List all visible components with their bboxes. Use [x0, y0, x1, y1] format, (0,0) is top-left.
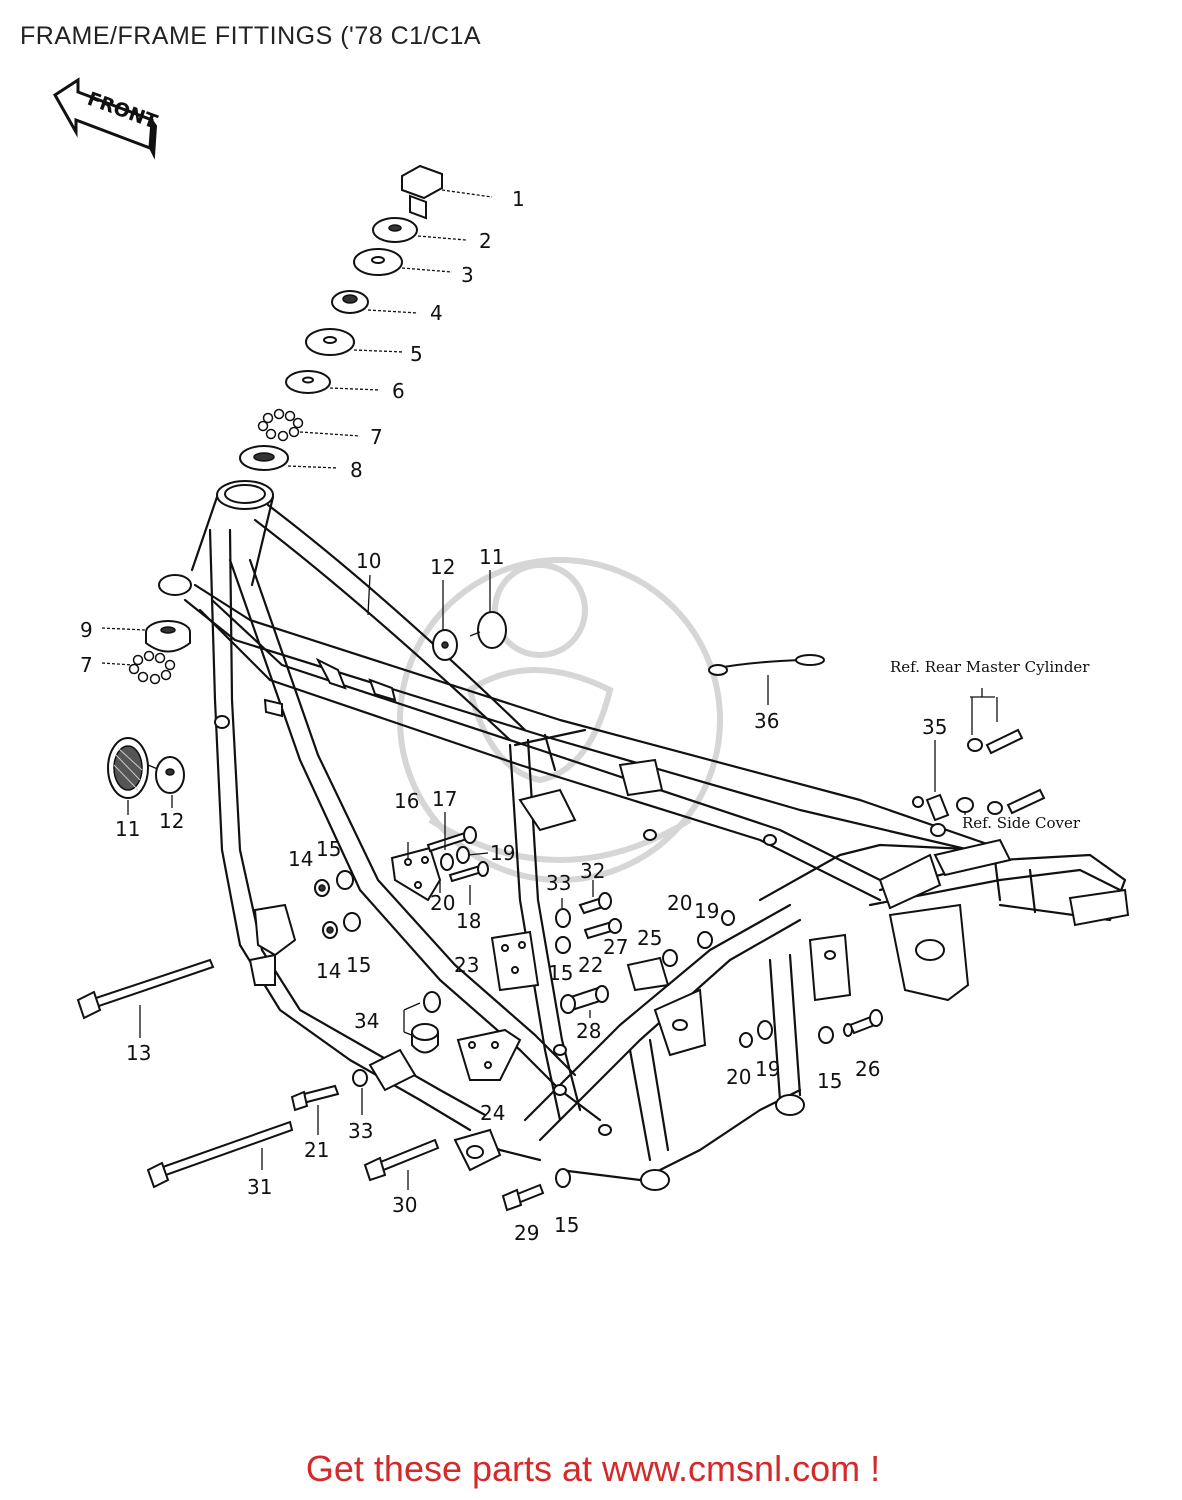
callout-15e: 15	[554, 1213, 579, 1237]
callout-2: 2	[479, 229, 492, 253]
callout-12a: 12	[430, 555, 455, 579]
callout-19c: 19	[755, 1057, 780, 1081]
steering-stack-parts	[239, 164, 443, 471]
callout-16: 16	[394, 789, 419, 813]
callout-23: 23	[454, 953, 479, 977]
callout-20a: 20	[430, 891, 455, 915]
callout-9: 9	[80, 618, 93, 642]
callout-7b: 7	[80, 653, 93, 677]
callout-10: 10	[356, 549, 381, 573]
callout-32: 32	[580, 859, 605, 883]
part-callouts: 1 2 3 4 5 6 7 8 9 7 10 12 11 11 12 36 35…	[80, 187, 947, 1245]
callout-31: 31	[247, 1175, 272, 1199]
callout-20b: 20	[667, 891, 692, 915]
callout-3: 3	[461, 263, 474, 287]
callout-22: 22	[578, 953, 603, 977]
leader-lines	[101, 189, 998, 1190]
callout-15b: 15	[346, 953, 371, 977]
frame-parts-diagram: FRONT	[52, 77, 1130, 1245]
footer-text: Get these parts at www.cmsnl.com !	[305, 1448, 881, 1489]
page-title: FRAME/FRAME FITTINGS ('78 C1/C1A	[20, 22, 482, 50]
callout-15c: 15	[548, 961, 573, 985]
callout-7a: 7	[370, 425, 383, 449]
callout-27: 27	[603, 935, 628, 959]
ref-side-cover: Ref. Side Cover	[962, 814, 1081, 832]
callout-5: 5	[410, 342, 423, 366]
callout-30: 30	[392, 1193, 417, 1217]
callout-17: 17	[432, 787, 457, 811]
callout-36: 36	[754, 709, 779, 733]
callout-26: 26	[855, 1057, 880, 1081]
callout-11a: 11	[479, 545, 504, 569]
callout-28: 28	[576, 1019, 601, 1043]
callout-4: 4	[430, 301, 443, 325]
callout-18: 18	[456, 909, 481, 933]
callout-29: 29	[514, 1221, 539, 1245]
callout-35: 35	[922, 715, 947, 739]
loose-fittings	[76, 611, 1046, 1212]
callout-8: 8	[350, 458, 363, 482]
callout-1: 1	[512, 187, 525, 211]
callout-14a: 14	[288, 847, 313, 871]
callout-19b: 19	[694, 899, 719, 923]
callout-20c: 20	[726, 1065, 751, 1089]
callout-14b: 14	[316, 959, 341, 983]
callout-11b: 11	[115, 817, 140, 841]
front-arrow-icon: FRONT	[52, 77, 160, 160]
callout-33a: 33	[546, 871, 571, 895]
callout-24: 24	[480, 1101, 505, 1125]
callout-15d: 15	[817, 1069, 842, 1093]
callout-6: 6	[392, 379, 405, 403]
callout-25: 25	[637, 926, 662, 950]
callout-34: 34	[354, 1009, 379, 1033]
footer-link[interactable]: Get these parts at www.cmsnl.com !	[0, 1448, 1182, 1490]
ref-rear-master-cylinder: Ref. Rear Master Cylinder	[890, 658, 1090, 676]
callout-21: 21	[304, 1138, 329, 1162]
callout-33b: 33	[348, 1119, 373, 1143]
callout-15a: 15	[316, 837, 341, 861]
callout-19a: 19	[490, 841, 515, 865]
callout-13: 13	[126, 1041, 151, 1065]
motorcycle-frame	[158, 480, 1130, 1191]
callout-12b: 12	[159, 809, 184, 833]
